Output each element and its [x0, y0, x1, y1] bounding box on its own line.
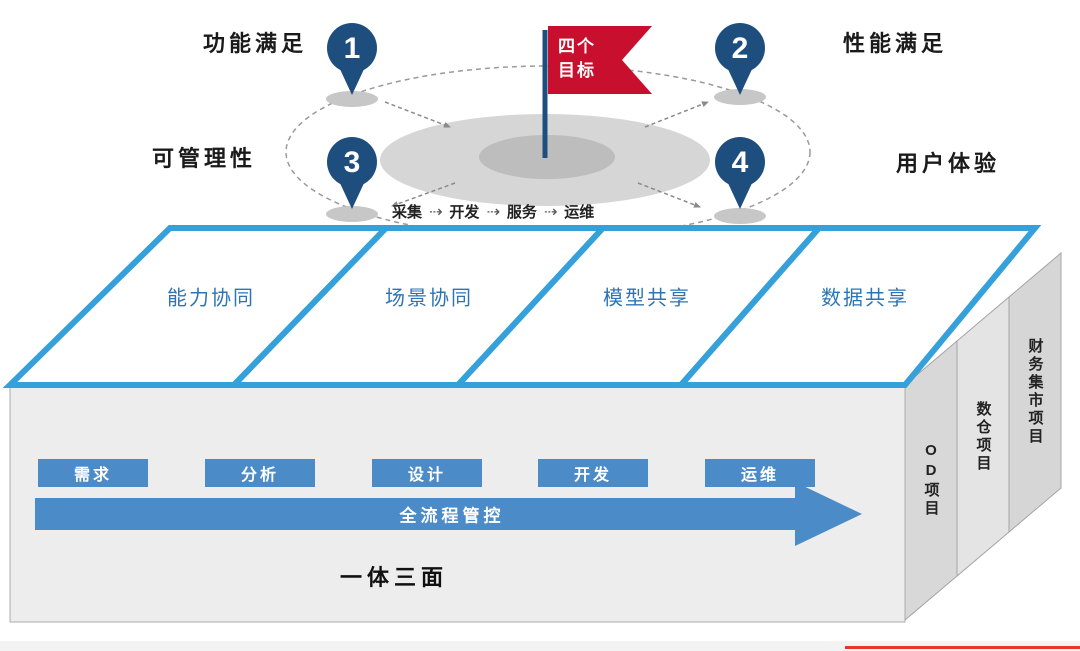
flow-dashed-arrow-icon: ⇢: [486, 203, 500, 221]
flow-dashed-arrow-icon: ⇢: [543, 203, 558, 221]
goal-label-ux: 用户体验: [896, 151, 1001, 176]
dashed-arrow-2: [644, 101, 709, 128]
goal-pin-2: 2: [715, 23, 765, 95]
goal-pin-number-3: 3: [344, 146, 361, 179]
flow-step-develop: 开发: [449, 204, 480, 221]
flow-step-service: 服务: [506, 204, 537, 221]
goal-pin-1: 1: [327, 23, 377, 95]
process-arrow: [35, 482, 862, 546]
flow-step-collect: 采集: [392, 204, 423, 221]
bottom-red-line: [845, 646, 1080, 649]
flag-line-2: 目标: [558, 60, 596, 80]
goal-pin-number-2: 2: [732, 32, 749, 65]
slab-label-warehouse: 数仓项目: [974, 401, 992, 473]
pin-shadow-1: [326, 91, 378, 107]
goal-label-manageability: 可管理性: [152, 146, 257, 171]
flag-line-1: 四个: [558, 37, 596, 56]
goal-pin-number-1: 1: [344, 32, 361, 65]
pin-shadow-3: [326, 206, 378, 222]
diagram-caption: 一体三面: [339, 565, 449, 590]
process-flow: 采集 ⇢ 开发 ⇢ 服务 ⇢ 运维: [392, 201, 594, 222]
panel-label-model: 模型共享: [603, 287, 691, 310]
goal-pin-4: 4: [715, 137, 765, 209]
slab-label-finance: 财务集市项目: [1026, 338, 1044, 446]
process-arrow-label: 全流程管控: [399, 506, 505, 526]
dashed-arrow-1: [384, 101, 451, 128]
goal-pin-number-4: 4: [732, 146, 749, 179]
stage-button-development: 开发: [538, 459, 648, 487]
flow-dashed-arrow-icon: ⇢: [429, 203, 443, 221]
stage-button-analysis: 分析: [205, 459, 315, 487]
side-slab-finance: [1008, 251, 1062, 534]
goal-pin-3: 3: [327, 137, 377, 209]
panel-label-data: 数据共享: [821, 287, 909, 310]
flow-step-ops: 运维: [564, 204, 595, 221]
goal-label-function: 功能满足: [203, 31, 308, 56]
pin-shadow-2: [714, 89, 766, 105]
bottom-strip: [0, 641, 1080, 651]
flag-label: 四个 目标: [558, 35, 596, 83]
stage-button-requirements: 需求: [38, 459, 148, 487]
pin-shadow-4: [714, 208, 766, 224]
stage-button-operations: 运维: [705, 459, 815, 487]
flag-banner: [548, 26, 652, 94]
stage-button-design: 设计: [372, 459, 482, 487]
goal-label-performance: 性能满足: [843, 31, 948, 56]
panel-label-scenario: 场景协同: [385, 287, 473, 310]
slab-label-od: OD项目: [922, 442, 940, 518]
panel-label-capability: 能力协同: [167, 287, 255, 310]
panel-data: [674, 225, 1042, 388]
